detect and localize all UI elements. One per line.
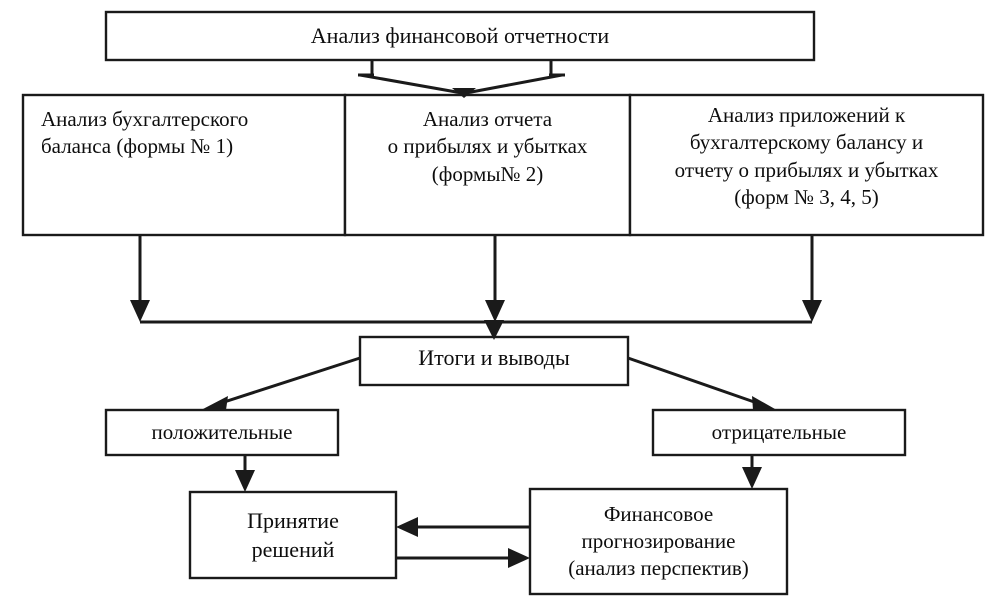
edge-branch-2-to-results (485, 235, 505, 322)
edge-results-to-positive (203, 356, 361, 410)
node-box-root[interactable] (104, 10, 816, 62)
edge-decisions-to-forecast (396, 548, 530, 568)
edge-results-to-negative (627, 356, 775, 410)
edge-branch-1-to-results (130, 235, 150, 322)
node-box-decisions[interactable] (188, 490, 398, 580)
edge-forecast-to-decisions (396, 517, 530, 537)
edge-collector-bar (140, 320, 812, 340)
node-box-negative[interactable] (651, 408, 907, 457)
node-box-forecast[interactable] (528, 487, 789, 596)
edge-positive-to-decisions (235, 455, 255, 492)
node-box-branch-3[interactable] (628, 93, 985, 237)
edge-root-to-branches (358, 60, 565, 98)
edge-negative-to-forecast (742, 455, 762, 489)
node-box-branch-1[interactable] (21, 93, 347, 237)
node-box-positive[interactable] (104, 408, 340, 457)
edge-branch-3-to-results (802, 235, 822, 322)
node-box-results[interactable] (358, 335, 630, 387)
node-box-branch-2[interactable] (343, 93, 632, 237)
